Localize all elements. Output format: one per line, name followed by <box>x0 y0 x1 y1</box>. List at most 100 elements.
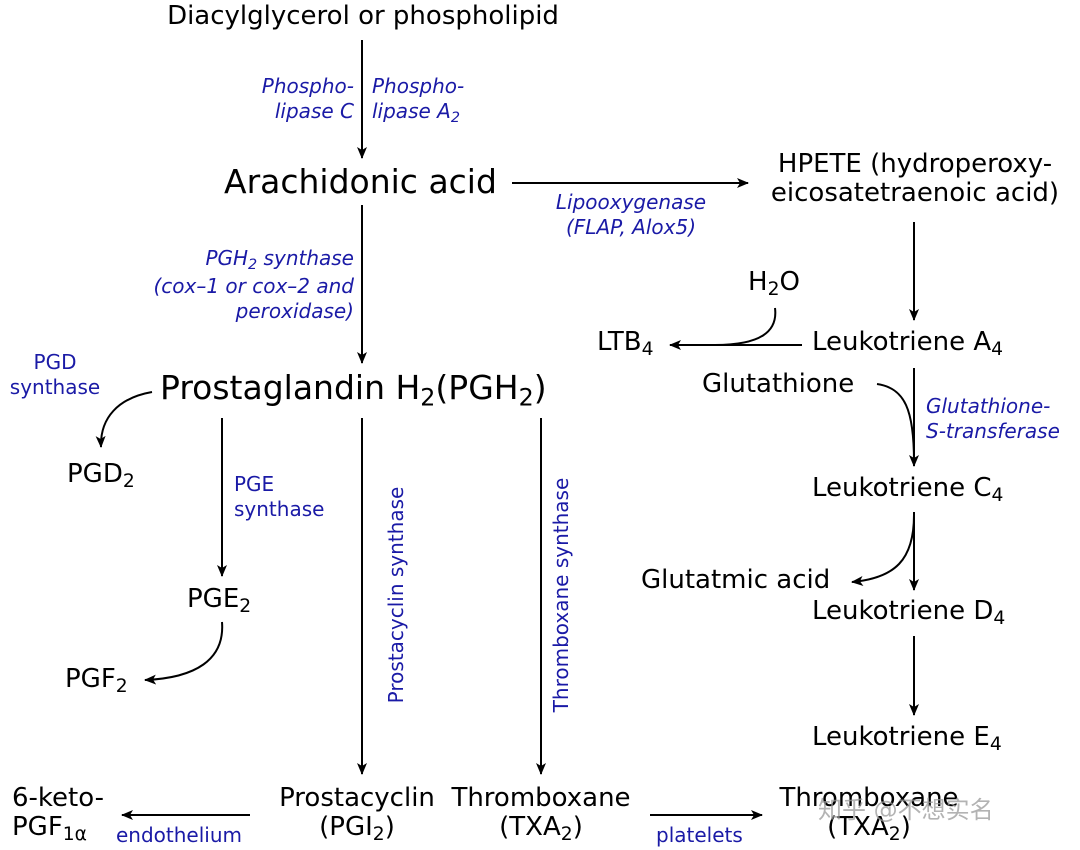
enzyme-phospholipase-a2: Phospho- lipase A2 <box>372 74 464 127</box>
enzyme-pge-synthase: PGE synthase <box>234 472 324 522</box>
node-arachidonic-acid: Arachidonic acid <box>224 162 497 201</box>
arrow-pgh2-to-pgd2 <box>95 391 153 448</box>
ketopgf-main: PGF <box>12 812 63 843</box>
node-pge2: PGE2 <box>187 584 252 618</box>
txa2-sub: 2 <box>560 824 573 846</box>
pgf2-sub: 2 <box>115 676 128 698</box>
pgds-line2: synthase <box>9 375 101 399</box>
pgh2-sub2: 2 <box>518 383 534 412</box>
pla2-main: lipase A <box>372 99 451 123</box>
pgh2s-line1: PGH2 synthase <box>110 246 354 274</box>
thromboxane-r-line2: (TXA2) <box>768 813 970 846</box>
plc-line2: lipase C <box>274 99 354 123</box>
pgi2-post: ) <box>384 812 395 843</box>
node-thromboxane-platelets: Thromboxane (TXA2) <box>768 783 970 846</box>
lta4-main: Leukotriene A <box>812 327 992 357</box>
ketopgf-line2: PGF1α <box>12 813 104 846</box>
pla2-line1: Phospho- <box>372 74 465 98</box>
pgh2-mid: (PGH <box>435 368 519 407</box>
arrow-ltc4-to-glutamic <box>851 514 915 586</box>
pgi2-sub: 2 <box>372 824 385 846</box>
node-ltd4: Leukotriene D4 <box>812 596 1006 630</box>
ltc4-sub: 4 <box>991 485 1004 507</box>
pgh2s-main: PGH <box>205 246 249 270</box>
pgh2s-sub: 2 <box>248 257 258 274</box>
node-6-keto-pgf1a: 6-keto- PGF1α <box>12 783 105 846</box>
prostacyclin-line2: (PGI2) <box>252 813 462 846</box>
node-lta4: Leukotriene A4 <box>812 327 1004 361</box>
pgd2-sub: 2 <box>122 471 135 493</box>
enzyme-pgh2-synthase: PGH2 synthase (cox–1 or cox–2 and peroxi… <box>110 246 354 324</box>
txa2r-post: ) <box>900 812 911 843</box>
node-thromboxane: Thromboxane (TXA2) <box>440 783 642 846</box>
node-ltb4: LTB4 <box>597 327 654 361</box>
node-hpete-line2: eicosatetraenoic acid) <box>770 178 1060 209</box>
pla2-sub: 2 <box>450 110 460 127</box>
pgh2s-line3: peroxidase) <box>235 299 354 324</box>
node-pgd2: PGD2 <box>67 459 135 493</box>
enzyme-phospholipase-c: Phospho- lipase C <box>228 74 354 124</box>
prostacyclin-line1: Prostacyclin <box>279 783 435 813</box>
lte4-sub: 4 <box>989 734 1002 756</box>
enzyme-prostacyclin-synthase: Prostacyclin synthase <box>384 486 408 704</box>
ltb4-main: LTB <box>597 327 642 357</box>
node-glutamic-acid: Glutatmic acid <box>641 565 831 595</box>
lta4-sub: 4 <box>991 339 1004 361</box>
txa2-pre: (TXA <box>499 812 561 843</box>
pgf2-main: PGF <box>65 664 116 694</box>
node-prostacyclin: Prostacyclin (PGI2) <box>252 783 462 846</box>
lox-line1: Lipooxygenase <box>555 190 707 214</box>
gst-line2: S-transferase <box>926 419 1060 443</box>
pges-line2: synthase <box>234 497 325 521</box>
watermark: 知乎 @不想实名 <box>818 796 994 824</box>
node-h2o: H2O <box>748 267 800 301</box>
gst-line1: Glutathione- <box>926 394 1051 418</box>
ketopgf-line1: 6-keto- <box>12 783 105 813</box>
pgh2s-line2: (cox–1 or cox–2 and <box>153 274 354 299</box>
node-ltc4: Leukotriene C4 <box>812 473 1004 507</box>
node-hpete: HPETE (hydroperoxy- eicosatetraenoic aci… <box>740 149 1080 209</box>
node-pgh2: Prostaglandin H2(PGH2) <box>160 368 547 412</box>
label-endothelium: endothelium <box>116 823 243 847</box>
pgh2-main: Prostaglandin H <box>160 368 421 407</box>
arrow-h2o-curve <box>714 307 777 346</box>
txa2r-pre: (TXA <box>827 812 889 843</box>
pgh2-end: ) <box>533 368 547 407</box>
label-platelets: platelets <box>656 823 743 847</box>
pge2-main: PGE <box>187 584 240 614</box>
ketopgf-sub: 1α <box>62 824 88 846</box>
h2o-sub: 2 <box>767 279 780 301</box>
pges-line1: PGE <box>234 472 275 496</box>
pla2-line2: lipase A2 <box>372 99 464 127</box>
enzyme-thromboxane-synthase: Thromboxane synthase <box>549 477 573 713</box>
pgh2s-post: synthase <box>257 246 354 270</box>
pge2-sub: 2 <box>239 596 252 618</box>
node-lte4: Leukotriene E4 <box>812 722 1002 756</box>
plc-line1: Phospho- <box>261 74 354 98</box>
thromboxane-r-line1: Thromboxane <box>779 783 959 813</box>
thromboxane-line2: (TXA2) <box>440 813 642 846</box>
thromboxane-line1: Thromboxane <box>451 783 631 813</box>
ltb4-sub: 4 <box>641 339 654 361</box>
pgi2-pre: (PGI <box>319 812 373 843</box>
lte4-main: Leukotriene E <box>812 722 990 752</box>
arrow-glutathione-curve <box>876 383 915 463</box>
ltc4-main: Leukotriene C <box>812 473 992 503</box>
txa2r-sub: 2 <box>888 824 901 846</box>
node-pgf2: PGF2 <box>65 664 128 698</box>
node-glutathione: Glutathione <box>702 369 855 399</box>
ltd4-main: Leukotriene D <box>812 596 994 626</box>
node-diacylglycerol: Diacylglycerol or phospholipid <box>167 1 559 31</box>
node-hpete-line1: HPETE (hydroperoxy- <box>777 149 1053 179</box>
enzyme-glutathione-s-transferase: Glutathione- S-transferase <box>926 394 1060 444</box>
enzyme-lipooxygenase: Lipooxygenase (FLAP, Alox5) <box>532 190 730 240</box>
h2o-pre: H <box>748 267 768 297</box>
ltd4-sub: 4 <box>993 608 1006 630</box>
lox-line2: (FLAP, Alox5) <box>566 215 696 239</box>
enzyme-pgd-synthase: PGD synthase <box>2 350 108 400</box>
pgds-line1: PGD <box>33 350 77 374</box>
txa2-post: ) <box>572 812 583 843</box>
arrow-pge2-to-pgf2 <box>144 621 224 685</box>
